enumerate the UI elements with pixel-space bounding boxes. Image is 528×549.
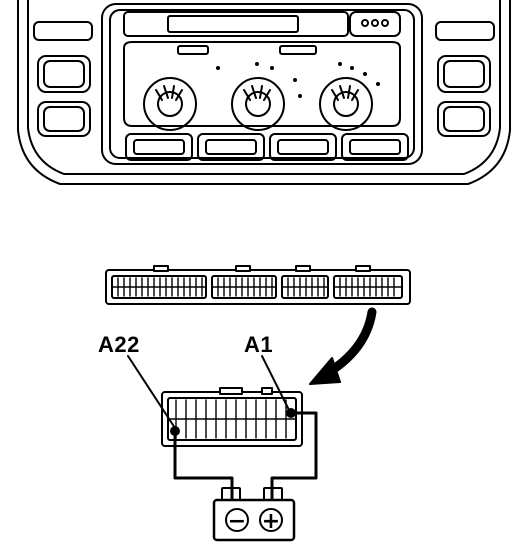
left-vent: [33, 21, 93, 137]
pin-a22-label: A22: [98, 332, 140, 357]
ecu-connector-strip: [105, 265, 411, 305]
positive-symbol: +: [262, 509, 280, 534]
button-row: [125, 133, 409, 161]
connector-enlarged: [161, 387, 303, 447]
negative-symbol: −: [228, 509, 246, 534]
negative-terminal-icon: [225, 508, 249, 532]
positive-terminal-icon: [259, 508, 283, 532]
curved-arrow: [309, 307, 377, 385]
display-strip: [123, 11, 401, 37]
dashboard-panel: [17, 0, 511, 185]
temperature-knob: [319, 77, 373, 131]
arrowhead: [309, 357, 341, 385]
dashboard-inner-bezel: [27, 0, 501, 175]
pin-a1-label: A1: [244, 332, 274, 357]
leader-line-a1: [261, 355, 290, 411]
battery-case: [212, 498, 296, 542]
battery: [212, 487, 296, 542]
dashboard-outer-bezel: [17, 0, 511, 185]
positive-lead: [270, 411, 318, 500]
right-vent: [435, 21, 495, 137]
fan-knob: [143, 77, 197, 131]
mode-knob: [231, 77, 285, 131]
leader-line-a22: [127, 355, 176, 429]
center-console-frame: [101, 3, 423, 165]
knob-area: [123, 41, 401, 127]
